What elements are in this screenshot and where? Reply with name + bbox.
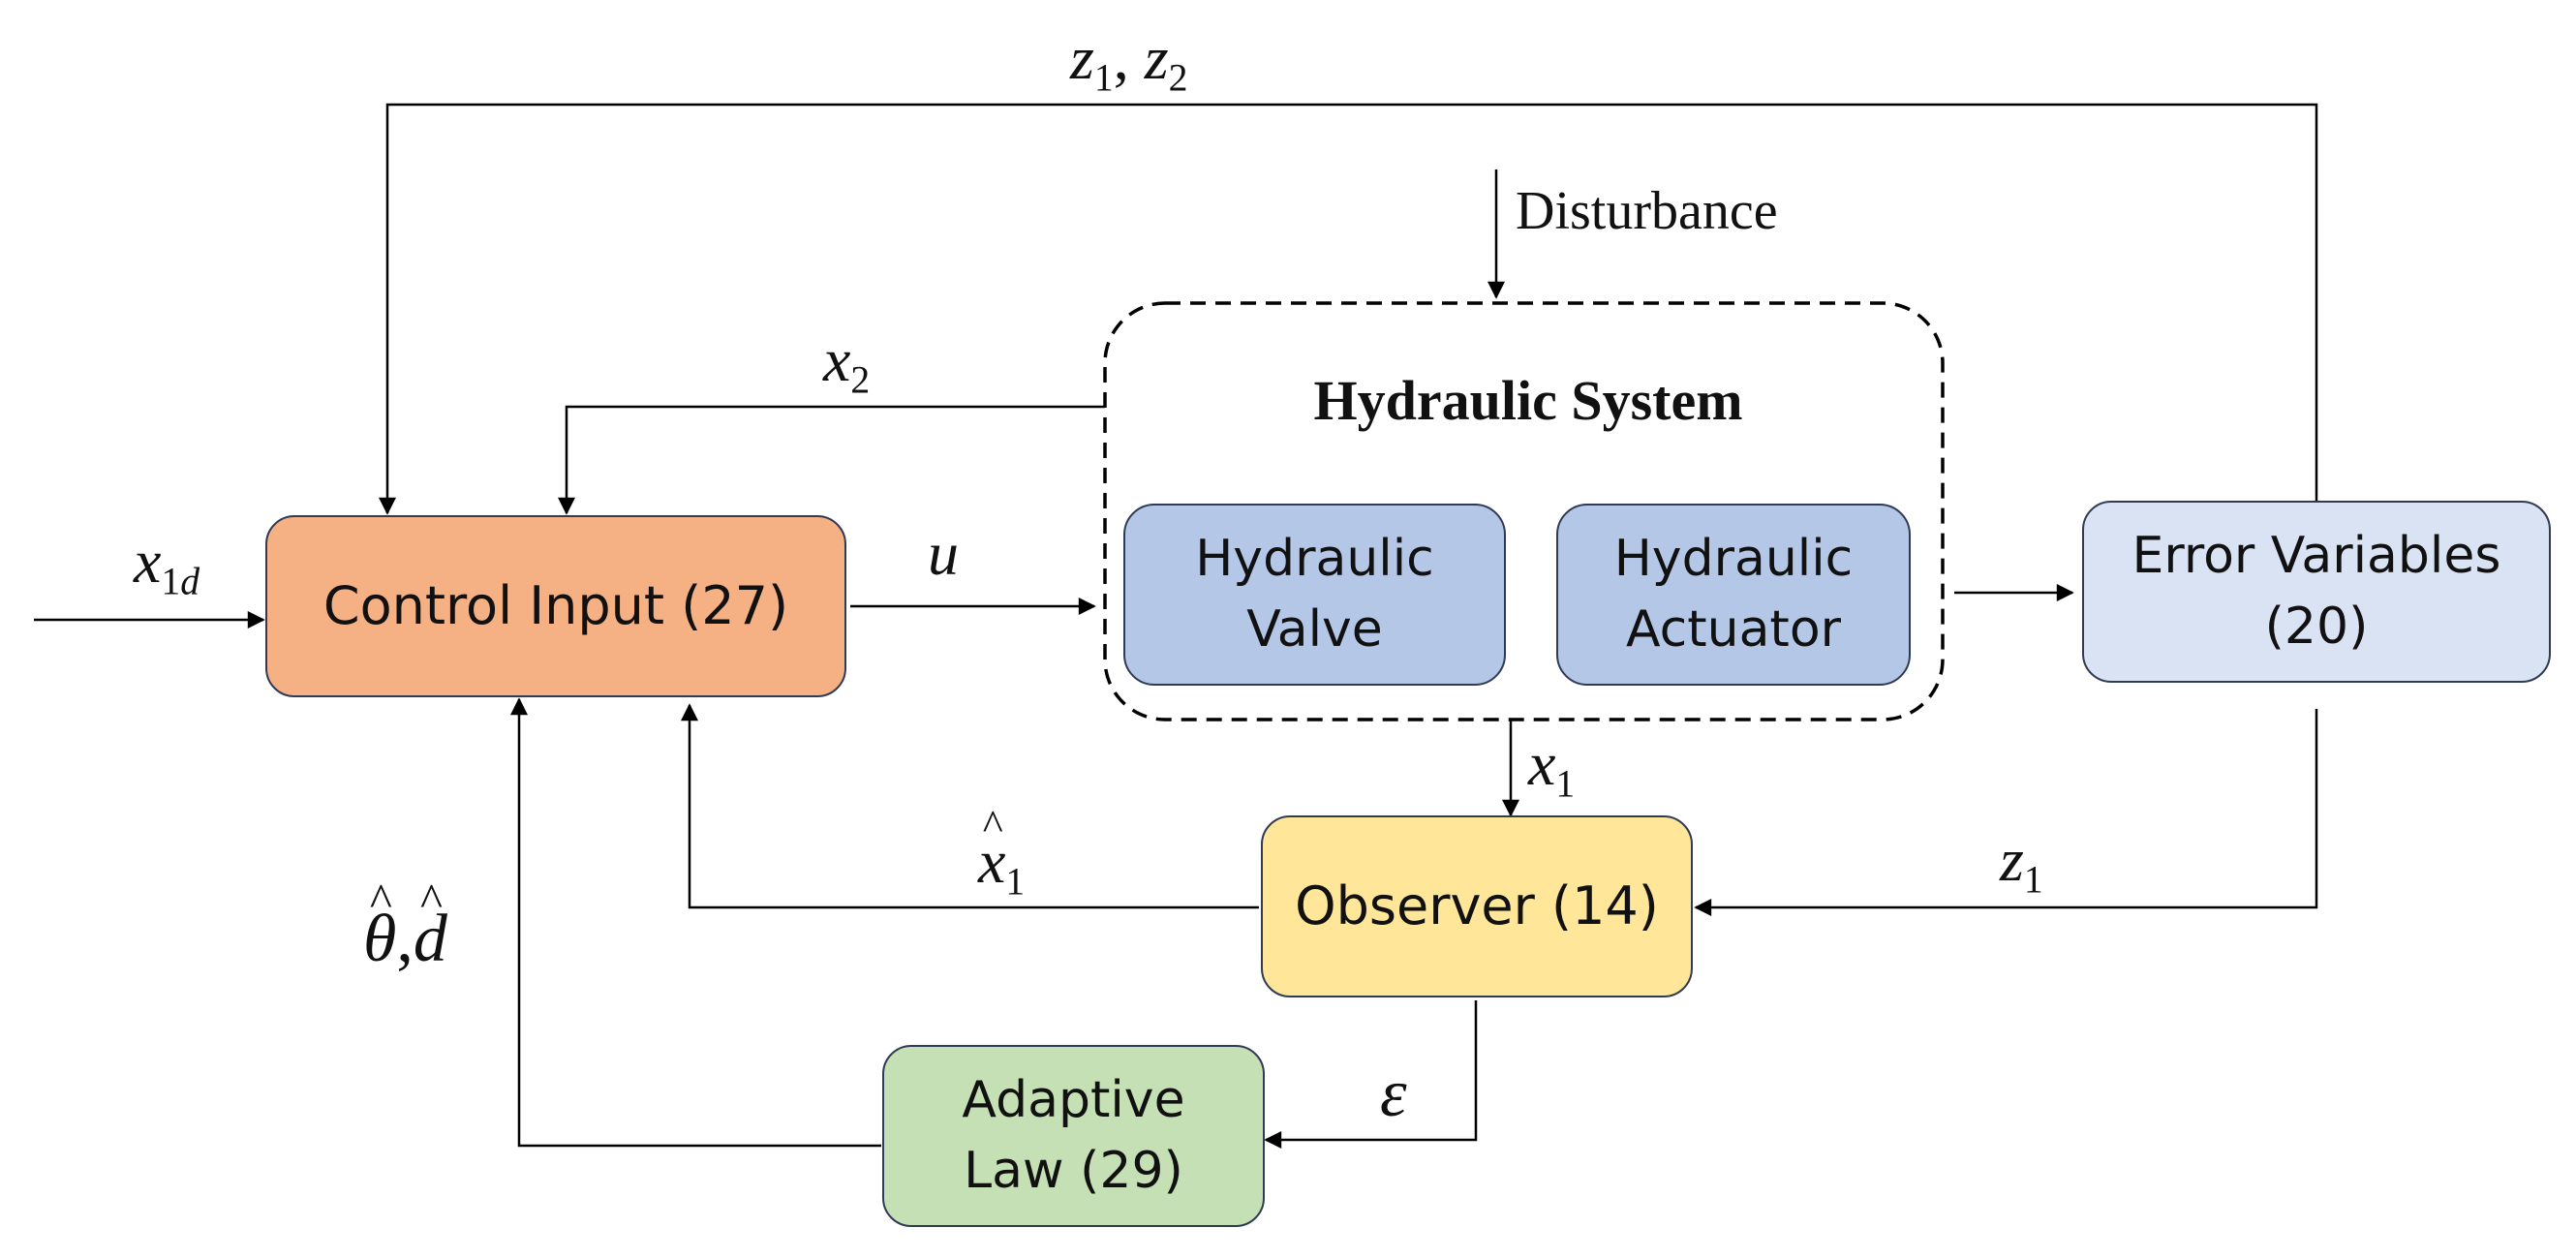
- signal-x1: x1: [1528, 729, 1576, 806]
- error-variables-line2: (20): [2264, 598, 2369, 656]
- hydraulic-system-container: [1103, 301, 1945, 721]
- signal-x1-hat: x1: [978, 831, 1025, 902]
- signal-u: u: [928, 519, 959, 588]
- signal-theta-d-hat: θ,d: [363, 905, 447, 973]
- signal-x1d: x1d: [134, 527, 200, 603]
- hydraulic-actuator-line1: Hydraulic: [1613, 530, 1854, 589]
- signal-disturbance: Disturbance: [1516, 181, 1778, 241]
- adaptive-law-block: Adaptive Law (29): [882, 1045, 1265, 1227]
- arrow-x2-feedback: [558, 405, 1105, 515]
- hydraulic-actuator-block: Hydraulic Actuator: [1556, 504, 1911, 686]
- control-input-block: Control Input (27): [265, 515, 846, 697]
- arrow-estimates-to-control: [510, 697, 881, 1148]
- error-variables-line1: Error Variables: [2131, 527, 2501, 586]
- signal-z1-z2: z1, z2: [1070, 23, 1188, 100]
- hydraulic-valve-line1: Hydraulic: [1195, 530, 1434, 589]
- signal-x2: x2: [823, 325, 871, 402]
- observer-block: Observer (14): [1261, 815, 1693, 997]
- control-input-label: Control Input (27): [322, 575, 789, 637]
- arrow-z1-to-observer: [1694, 709, 2318, 916]
- arrow-x1hat-to-control: [681, 703, 1259, 909]
- arrow-epsilon-to-adaptive: [1264, 1000, 1478, 1149]
- adaptive-law-line2: Law (29): [964, 1142, 1183, 1200]
- arrow-z1z2-feedback: [379, 103, 2318, 515]
- hydraulic-valve-line2: Valve: [1246, 600, 1383, 659]
- hydraulic-system-title: Hydraulic System: [1313, 369, 1743, 432]
- hydraulic-actuator-line2: Actuator: [1625, 600, 1842, 659]
- signal-epsilon: ε: [1380, 1057, 1407, 1131]
- observer-label: Observer (14): [1295, 875, 1659, 937]
- signal-z1: z1: [2000, 825, 2043, 902]
- hydraulic-valve-block: Hydraulic Valve: [1123, 504, 1506, 686]
- error-variables-block: Error Variables (20): [2082, 501, 2551, 683]
- adaptive-law-line1: Adaptive: [962, 1071, 1185, 1130]
